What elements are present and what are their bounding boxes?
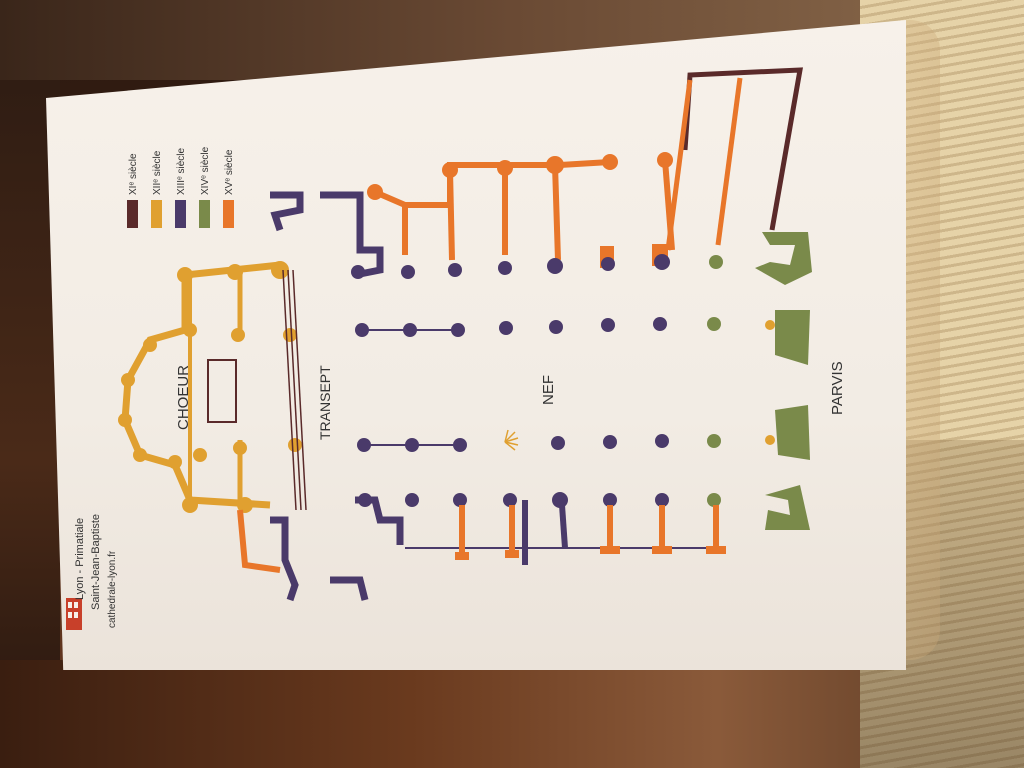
- label-transept: TRANSEPT: [317, 365, 333, 440]
- legend: XIᵉ siècle XIIᵉ siècle XIIIᵉ siècle XIVᵉ…: [127, 146, 235, 228]
- facade-xv-walls: [665, 77, 743, 251]
- south-aisle-pillars: [358, 492, 669, 508]
- legend-label-xv: XVᵉ siècle: [224, 149, 235, 195]
- background-chair: [0, 660, 1024, 768]
- legend-label-xiii: XIIIᵉ siècle: [176, 147, 187, 195]
- title-line-2: Saint-Jean-Baptiste: [90, 514, 102, 610]
- altar: [207, 359, 237, 423]
- nave-arcade-south: [357, 429, 721, 452]
- legend-label-xii: XIIᵉ siècle: [152, 150, 163, 195]
- website-link[interactable]: cathedrale-lyon.fr: [107, 550, 118, 628]
- label-parvis: PARVIS: [829, 361, 846, 415]
- north-chapel-nodes: [367, 152, 673, 268]
- label-nef: NEF: [540, 375, 557, 405]
- north-pillar-xiv: [709, 255, 723, 269]
- legend-swatch-xiv: [199, 200, 210, 228]
- legend-swatch-xi: [127, 200, 138, 228]
- facade-xi-walls: [682, 67, 803, 231]
- title-line-1: Lyon - Primatiale: [74, 518, 86, 600]
- north-chapels: [373, 159, 675, 261]
- south-pillar-xiv: [707, 493, 721, 507]
- south-chapel-nodes: [455, 546, 726, 560]
- legend-swatch-xv: [223, 200, 234, 228]
- transept-xv-details: [237, 509, 281, 573]
- choeur-structure: [121, 261, 281, 509]
- facade-towers: [755, 232, 812, 530]
- south-chapels: [405, 500, 720, 565]
- nave-arcade-north: [355, 317, 721, 337]
- legend-label-xi: XIᵉ siècle: [128, 153, 139, 195]
- north-aisle-pillars: [351, 254, 670, 279]
- legend-swatch-xiii: [175, 200, 186, 228]
- logo: [66, 598, 82, 630]
- transept-screen: [282, 269, 307, 511]
- pulpit-icon: [504, 429, 519, 451]
- facade-portal-details: [765, 320, 775, 445]
- label-choeur: CHOEUR: [175, 365, 192, 430]
- choeur-pillars: [118, 261, 302, 513]
- legend-label-xiv: XIVᵉ siècle: [200, 146, 211, 195]
- legend-swatch-xii: [151, 200, 162, 228]
